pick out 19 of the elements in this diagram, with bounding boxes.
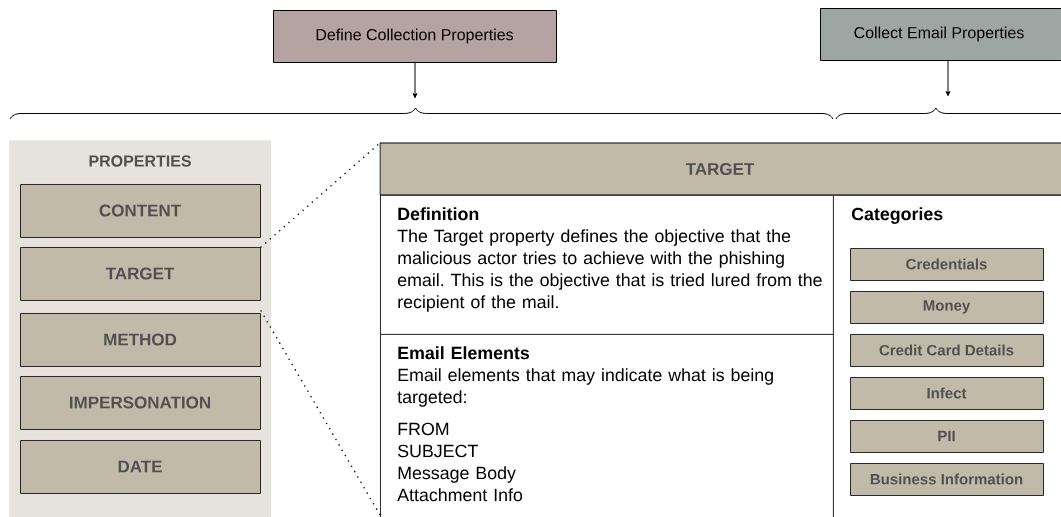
property-box: DATE bbox=[20, 440, 261, 494]
category-box: PII bbox=[850, 420, 1044, 453]
property-box: CONTENT bbox=[20, 184, 261, 238]
category-box: Credit Card Details bbox=[850, 334, 1044, 367]
arrow bbox=[412, 62, 418, 99]
text-section: Email Elements Email elements that may indicate what is being targeted: FROM SUBJECT Message Body Attachment Info bbox=[380, 334, 834, 517]
text-section: Definition The Target property defines the objective that the malicious actor tries to achieve with the phishing email. This is the objective that is tried lured from the recipient of the mail. bbox=[380, 195, 834, 335]
category-box: Infect bbox=[850, 377, 1044, 410]
dotted-line bbox=[260, 310, 381, 516]
process-box: Define Collection Properties bbox=[273, 10, 557, 63]
category-box: Business Information bbox=[850, 463, 1044, 496]
dotted-line bbox=[260, 142, 381, 248]
process-box: Collect Email Properties bbox=[820, 8, 1061, 61]
property-box: IMPERSONATION bbox=[20, 376, 261, 430]
property-box: METHOD bbox=[20, 313, 261, 367]
property-box: TARGET bbox=[20, 247, 261, 301]
category-box: Credentials bbox=[850, 248, 1044, 281]
arrow bbox=[945, 60, 951, 97]
category-box: Money bbox=[850, 291, 1044, 324]
